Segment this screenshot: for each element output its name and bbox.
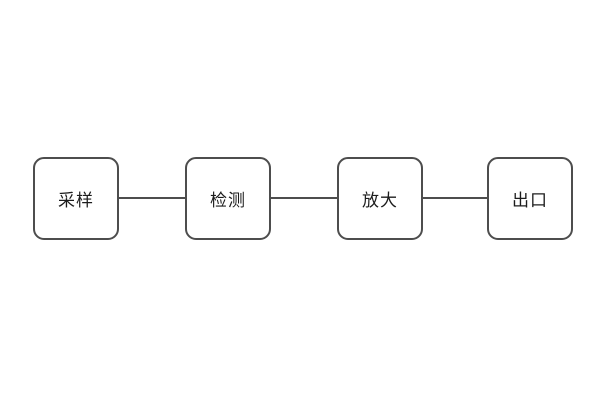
node-detection-label: 检测 — [210, 191, 246, 210]
connector-line-1 — [117, 197, 187, 199]
connector-line-3 — [421, 197, 489, 199]
node-outlet-label: 出口 — [512, 191, 548, 210]
node-sampling: 采样 — [33, 157, 119, 240]
node-amplification: 放大 — [337, 157, 423, 240]
connector-line-2 — [269, 197, 339, 199]
node-outlet: 出口 — [487, 157, 573, 240]
node-sampling-label: 采样 — [58, 191, 94, 210]
node-detection: 检测 — [185, 157, 271, 240]
node-amplification-label: 放大 — [362, 191, 398, 210]
